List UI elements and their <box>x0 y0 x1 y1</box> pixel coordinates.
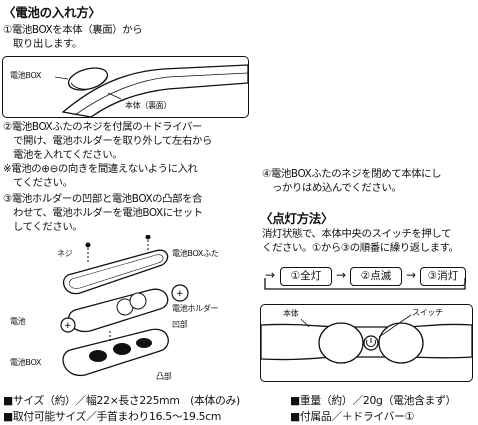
spec-weight: ■重量（約）／20g（電池含まず） <box>290 394 457 407</box>
band-label-switch: スイッチ <box>412 308 443 317</box>
step2-line2: で開け、電池ホルダーを取り外して左右から <box>3 135 212 147</box>
fig2-label-box-lid: 電池BOXふた <box>172 249 219 258</box>
step3-line1: ③電池ホルダーの凹部と電池BOXの凸部を合 <box>3 193 203 205</box>
figure-battery-box-removal <box>2 56 249 118</box>
band-label-main-body: 本体 <box>283 309 299 318</box>
band-front-illustration <box>261 314 472 364</box>
note-line2: てください。 <box>3 177 73 189</box>
fig2-label-holder: 電池ホルダー <box>172 304 219 313</box>
lighting-desc-line2: ください。①から③の順番に繰り返します。 <box>262 242 459 254</box>
lighting-section-title: 〈点灯方法〉 <box>260 211 334 226</box>
cycle-return-line <box>264 278 466 290</box>
step4-line1: ④電池BOXふたのネジを閉めて本体にし <box>262 168 442 180</box>
battery-box-exploded-illustration: + + <box>60 235 189 376</box>
step4-line2: っかりはめ込んでください。 <box>262 182 402 194</box>
figure-band-switch <box>260 304 473 382</box>
lighting-desc-line1: 消灯状態で、本体中央のスイッチを押して <box>262 228 452 240</box>
spec-wearable-size: ■取付可能サイズ／手首まわり16.5～19.5cm <box>3 410 222 423</box>
fig1-label-main-body: 本体（裏面） <box>125 101 172 110</box>
step2-line3: 電池を入れてください。 <box>3 149 123 161</box>
fig1-label-battery-box: 電池BOX <box>10 71 42 80</box>
svg-text:+: + <box>176 289 184 299</box>
fig2-label-recess: 凹部 <box>172 320 188 329</box>
svg-text:+: + <box>64 321 72 331</box>
mode-blink: ②点滅 <box>350 267 402 286</box>
step3-line3: してください。 <box>3 221 83 233</box>
step2-line1: ②電池BOXふたのネジを付属の＋ドライバー <box>3 121 202 133</box>
step1-line1: ①電池BOXを本体（裏面）から <box>3 24 143 36</box>
fig2-label-battery: 電池 <box>10 317 26 326</box>
fig2-label-protrusion: 凸部 <box>156 372 172 381</box>
fig2-label-screw: ネジ <box>57 249 73 258</box>
cycle-arrow-1: → <box>265 268 276 282</box>
fig2-label-battery-box: 電池BOX <box>10 358 42 367</box>
spec-accessories: ■付属品／＋ドライバー① <box>290 410 415 423</box>
battery-section-title: 〈電池の入れ方〉 <box>3 5 101 20</box>
mode-off: ③消灯 <box>420 267 466 286</box>
cycle-arrow-2: → <box>336 268 347 282</box>
band-underside-illustration <box>54 64 248 117</box>
cycle-arrow-3: → <box>406 268 417 282</box>
mode-full-light: ①全灯 <box>280 267 332 286</box>
step1-line2: 取り出します。 <box>3 38 82 50</box>
step3-line2: わせて、電池ホルダーを電池BOXにセット <box>3 207 203 219</box>
spec-size: ■サイズ（約）／幅22×長さ225mm (本体のみ) <box>3 394 240 407</box>
note-line1: ※電池の⊕⊖の向きを間違えないように入れ <box>3 163 198 175</box>
